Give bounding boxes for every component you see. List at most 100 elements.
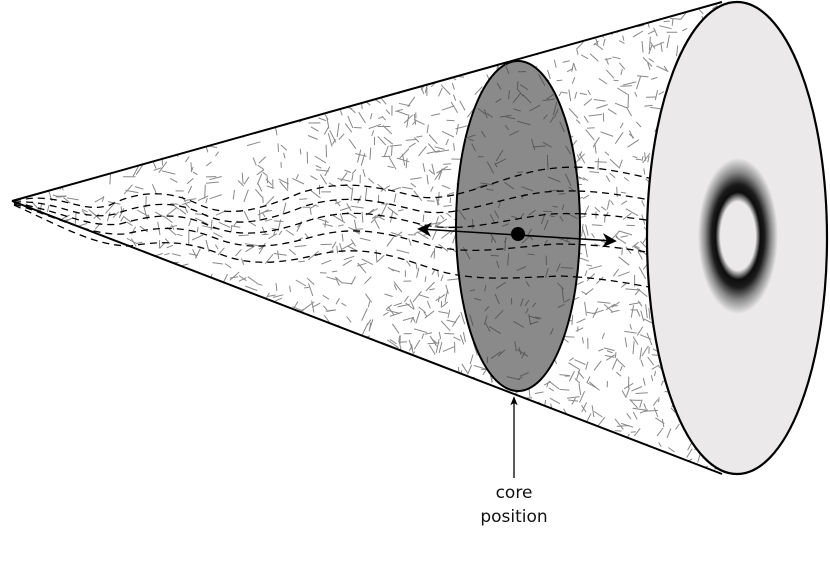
hatch-mark [583,115,589,123]
hatch-mark [592,136,600,148]
hatch-mark [299,198,308,200]
hatch-mark [184,203,190,209]
hatch-mark [509,130,520,136]
hatch-mark [698,8,704,15]
hatch-mark [256,283,263,286]
hatch-mark [361,308,368,321]
hatch-mark [153,167,162,171]
hatch-mark [154,188,157,194]
hatch-mark [554,108,559,118]
hatch-mark [243,176,250,185]
hatch-mark [607,108,617,115]
hatch-mark [606,354,616,361]
core-label-line1: core [496,483,533,503]
hatch-mark [561,204,565,211]
hatch-mark [484,285,487,292]
hatch-mark [594,206,601,213]
hatch-mark [601,332,605,339]
hatch-mark [606,350,613,354]
hatch-mark [534,316,542,319]
hatch-mark [610,309,620,313]
hatch-mark [196,227,199,233]
hatch-mark [636,76,642,90]
hatch-mark [524,299,530,307]
hatch-mark [604,354,615,358]
hatch-mark [422,162,426,172]
hatch-mark [658,25,672,30]
hatch-mark [336,123,340,137]
hatch-mark [393,193,397,203]
hatch-mark [446,212,452,218]
hatch-mark [632,341,635,355]
hatch-mark [341,302,347,307]
hatch-mark [257,164,265,171]
hatch-mark [445,284,449,294]
hatch-mark [606,303,616,311]
hatch-mark [350,239,357,247]
hatch-mark [315,169,329,172]
hatch-mark [88,209,100,219]
hatch-mark [152,161,157,169]
hatch-mark [266,176,269,184]
hatch-mark [545,268,549,278]
hatch-mark [388,156,397,170]
hatch-mark [562,60,570,63]
hatch-mark [435,338,440,353]
hatch-mark [594,42,604,51]
hatch-mark [579,176,586,181]
hatch-mark [393,302,403,307]
hatch-mark [210,219,213,231]
hatch-mark [315,165,322,169]
hatch-mark [612,268,620,277]
hatch-mark [348,138,357,149]
hatch-mark [252,157,257,166]
hatch-mark [446,119,455,122]
hatch-mark [406,260,411,267]
hatch-mark [643,318,653,324]
hatch-mark [587,90,591,96]
hatch-mark [427,342,440,345]
ring-pattern [698,158,778,314]
hatch-mark [424,332,433,335]
hatch-mark [605,58,609,65]
hatch-mark [264,196,275,207]
hatch-mark [402,316,415,321]
hatch-mark [663,20,670,23]
hatch-mark [377,254,385,262]
hatch-mark [531,302,537,308]
hatch-mark [230,226,233,232]
hatch-mark [520,298,524,307]
hatch-mark [500,114,512,118]
hatch-mark [639,399,643,408]
hatch-mark [184,207,189,214]
hatch-mark [438,331,442,340]
hatch-mark [604,151,610,156]
hatch-mark [438,168,443,175]
hatch-mark [404,295,409,303]
hatch-mark [625,208,639,217]
hatch-mark [666,35,670,49]
hatch-mark [409,299,415,310]
hatch-mark [593,411,603,418]
hatch-mark [480,182,494,186]
hatch-mark [61,214,70,220]
hatch-mark [335,277,340,286]
hatch-mark [588,265,603,270]
hatch-mark [367,301,371,308]
hatch-mark [616,371,622,377]
hatch-mark [612,56,621,60]
hatch-mark [430,186,434,192]
hatch-mark [205,161,212,167]
hatch-mark [63,197,71,204]
hatch-mark [214,244,219,250]
hatch-mark [424,276,427,282]
hatch-mark [597,301,611,304]
hatch-mark [389,210,394,223]
hatch-mark [347,245,358,252]
hatch-mark [504,64,510,75]
hatch-mark [245,245,255,253]
hatch-mark [428,169,434,175]
hatch-mark [412,317,416,323]
hatch-mark [435,196,439,206]
hatch-mark [446,192,455,196]
